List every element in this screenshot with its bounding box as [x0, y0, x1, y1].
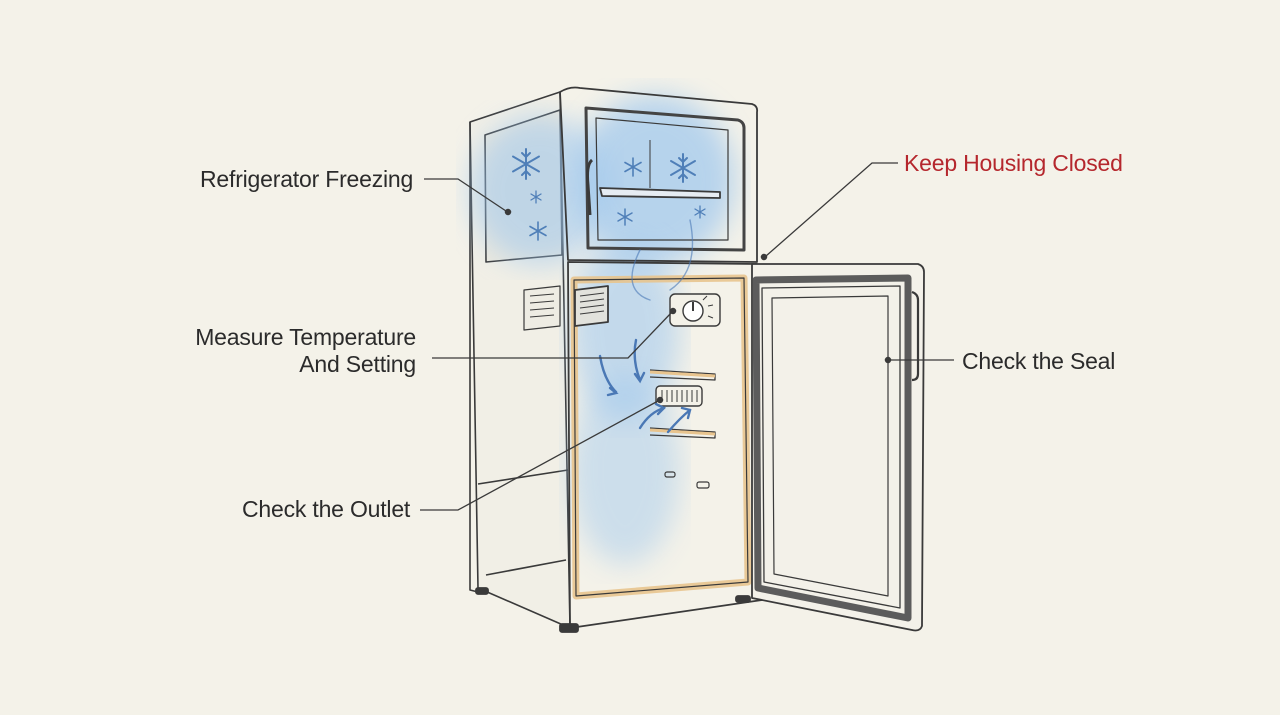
outlet-vent-icon — [655, 385, 703, 407]
label-keep-housing-closed: Keep Housing Closed — [904, 150, 1123, 176]
cold-air-glow — [470, 95, 735, 565]
airflow-arrow-icon — [598, 219, 694, 434]
freezer-compartment — [559, 86, 759, 263]
label-measure-temperature: Measure Temperature And Setting — [190, 324, 416, 378]
label-check-seal: Check the Seal — [962, 348, 1116, 374]
label-refrigerator-freezing: Refrigerator Freezing — [200, 166, 414, 192]
label-measure-line2: And Setting — [299, 351, 416, 377]
label-measure-line1: Measure Temperature — [195, 324, 416, 350]
snowflake-icon — [512, 148, 706, 241]
callout-leaders — [420, 162, 954, 511]
label-check-outlet: Check the Outlet — [242, 496, 411, 522]
thermostat-dial-icon — [669, 293, 721, 327]
fridge-door — [751, 263, 925, 632]
